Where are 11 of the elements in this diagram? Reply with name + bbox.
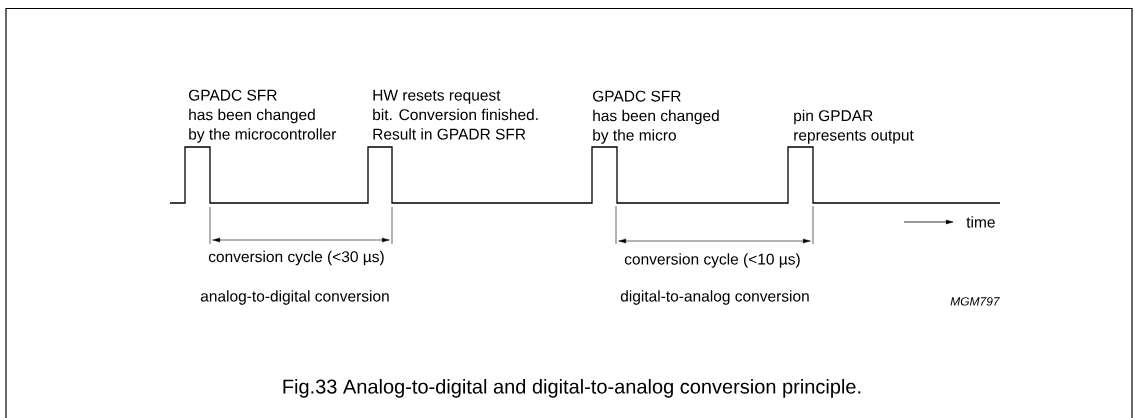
- label-text: conversion cycle (<30 µs): [208, 250, 384, 266]
- figure-code: MGM797: [950, 297, 1000, 306]
- label-text: digital-to-analog conversion: [620, 290, 809, 305]
- label-text: time: [966, 216, 995, 228]
- annotation-text: GPADC SFR has been changed by the microcontroller: [189, 89, 337, 143]
- annotation-text: HW resets request bit. Conversion finished. Result in GPADR SFR: [373, 89, 538, 140]
- figure-caption: Fig.33 Analog-to-digital and digital-to-analog conversion principle.: [283, 379, 861, 398]
- annotation-text: GPADC SFR has been changed by the micro: [593, 90, 719, 144]
- label-text: conversion cycle (<10 µs): [624, 253, 800, 268]
- label-text: analog-to-digital conversion: [200, 290, 389, 305]
- annotation-text: pin GPDAR represents output: [794, 109, 914, 144]
